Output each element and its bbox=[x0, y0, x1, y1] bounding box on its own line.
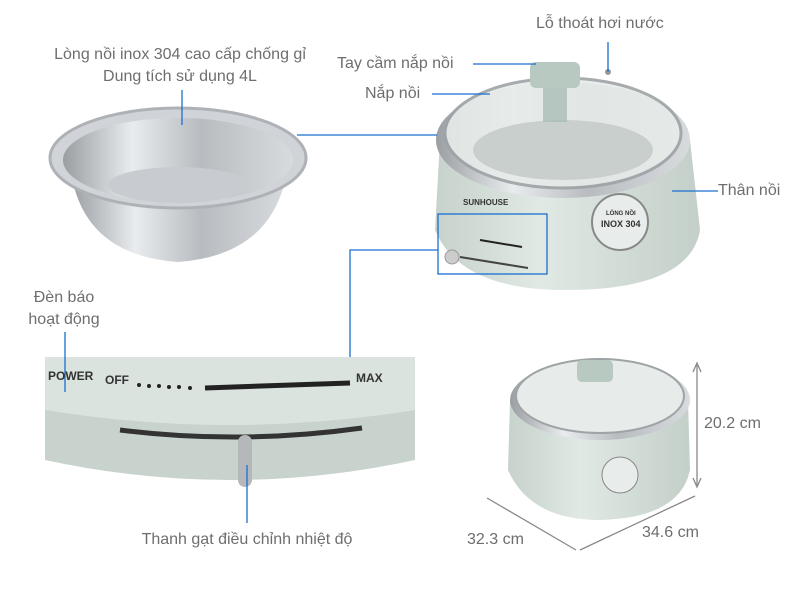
badge-line1: LÒNG NỒI bbox=[606, 211, 636, 217]
off-label: OFF bbox=[105, 373, 129, 387]
indicator-label-line2: hoạt động bbox=[28, 311, 100, 328]
height-dimension: 20.2 cm bbox=[704, 415, 761, 432]
dimension-arrows bbox=[486, 361, 702, 551]
steam-vent-label: Lỗ thoát hơi nước bbox=[536, 15, 664, 32]
lid-label: Nắp nồi bbox=[365, 85, 421, 102]
body-label: Thân nồi bbox=[718, 182, 781, 199]
dimension-pot-image bbox=[508, 358, 690, 520]
max-label: MAX bbox=[356, 371, 383, 385]
badge-line2: INOX 304 bbox=[601, 219, 641, 229]
inner-pot-label-line2: Dung tích sử dụng 4L bbox=[103, 68, 257, 85]
indicator-label-line1: Đèn báo bbox=[33, 289, 95, 306]
power-indicator-label: POWER bbox=[48, 369, 94, 383]
callout-lines bbox=[64, 42, 718, 523]
inner-pot-image bbox=[48, 106, 308, 262]
control-panel-closeup bbox=[45, 357, 415, 487]
lid-handle-label: Tay cầm nắp nồi bbox=[337, 55, 454, 72]
temp-lever-label: Thanh gạt điều chỉnh nhiệt độ bbox=[141, 531, 353, 548]
brand-logo: SUNHOUSE bbox=[463, 198, 509, 207]
inner-pot-label-line1: Lòng nồi inox 304 cao cấp chống gỉ bbox=[54, 46, 306, 63]
main-pot-image bbox=[435, 62, 700, 290]
width-dimension: 34.6 cm bbox=[642, 524, 699, 541]
depth-dimension: 32.3 cm bbox=[467, 531, 524, 548]
